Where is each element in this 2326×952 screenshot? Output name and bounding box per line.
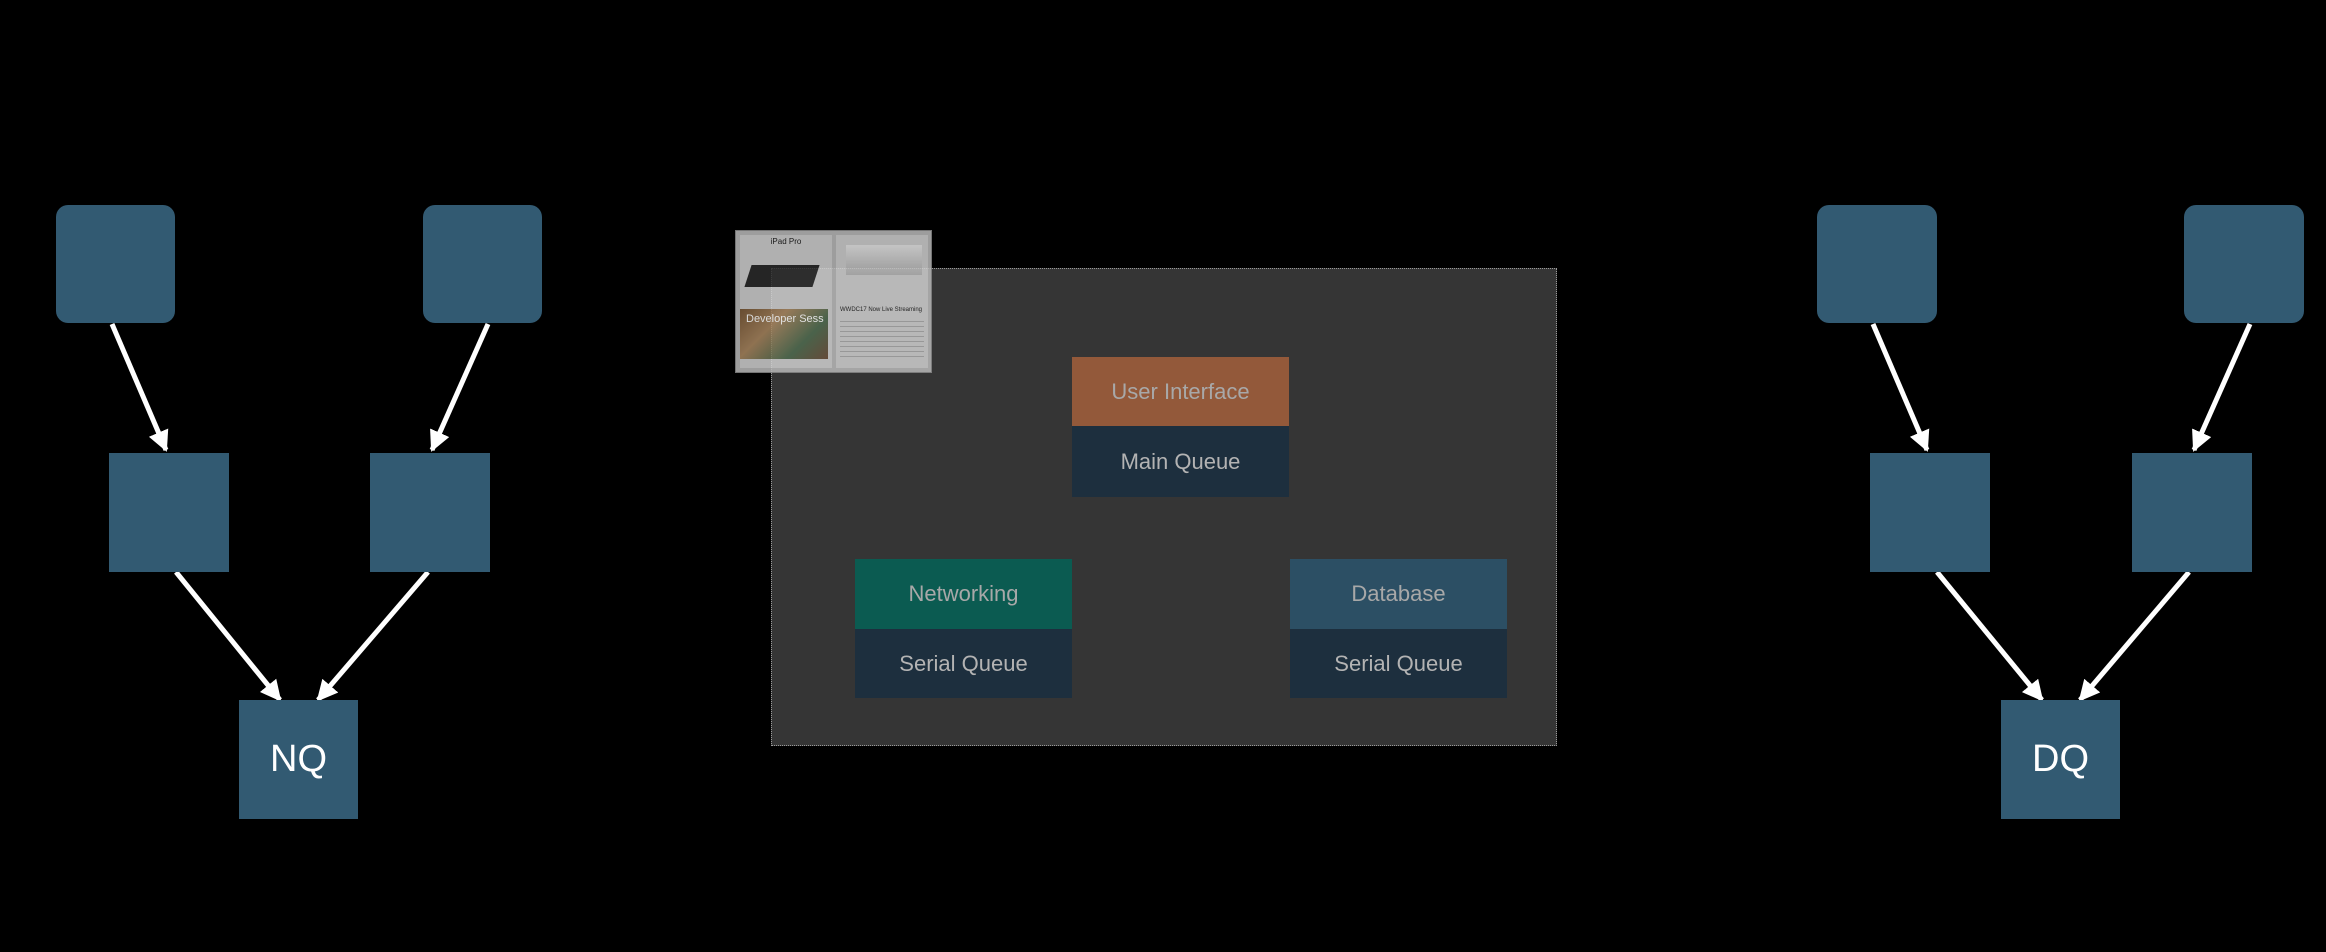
- main-queue-box: Main Queue: [1072, 426, 1289, 497]
- database-label: Database: [1351, 581, 1446, 606]
- dq-label: DQ: [2032, 738, 2089, 780]
- right-source-node-2: [2184, 205, 2304, 323]
- user-interface-box: User Interface: [1072, 357, 1289, 426]
- main-queue-label: Main Queue: [1120, 448, 1241, 474]
- nq-node: NQ: [239, 700, 358, 819]
- right-mid-node-1: [1870, 453, 1990, 572]
- thumbnail-headline: WWDC17 Now Live Streaming: [840, 307, 923, 313]
- right-mid-node-2: [2132, 453, 2252, 572]
- thumbnail-device-image: [744, 265, 820, 287]
- thumbnail-photo-label: Developer Sess: [746, 313, 824, 325]
- networking-box: Networking: [855, 559, 1072, 629]
- thumbnail-product-image: [846, 245, 922, 275]
- dq-node: DQ: [2001, 700, 2120, 819]
- thumbnail-photo: [740, 309, 828, 359]
- thumbnail-title: iPad Pro: [770, 237, 802, 246]
- screenshot-thumbnail: iPad Pro Developer Sess WWDC17 Now Live …: [735, 230, 932, 373]
- edge-left-d: [316, 570, 430, 702]
- edge-left-c: [174, 570, 282, 702]
- networking-serial-queue-box: Serial Queue: [855, 629, 1072, 698]
- edge-right-d: [2078, 570, 2191, 702]
- database-box: Database: [1290, 559, 1507, 629]
- left-mid-node-2: [370, 453, 490, 572]
- nq-label: NQ: [270, 738, 327, 780]
- edge-left-a: [109, 323, 169, 452]
- networking-label: Networking: [908, 581, 1019, 606]
- left-source-node-2: [423, 205, 542, 323]
- left-mid-node-1: [109, 453, 229, 572]
- edge-right-c: [1935, 570, 2044, 702]
- thumbnail-body-text: [840, 321, 924, 361]
- edge-right-b: [2191, 322, 2253, 452]
- networking-serial-queue-label: Serial Queue: [899, 650, 1028, 676]
- database-serial-queue-label: Serial Queue: [1334, 650, 1463, 676]
- edge-left-b: [429, 322, 491, 452]
- edge-right-a: [1870, 323, 1930, 452]
- right-source-node-1: [1817, 205, 1937, 323]
- database-serial-queue-box: Serial Queue: [1290, 629, 1507, 698]
- left-source-node-1: [56, 205, 175, 323]
- user-interface-label: User Interface: [1111, 378, 1250, 404]
